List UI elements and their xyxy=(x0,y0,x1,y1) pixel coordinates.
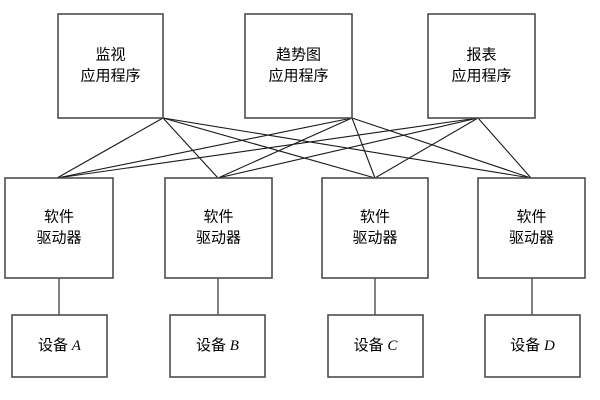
node-box-dev-a[interactable] xyxy=(11,314,108,378)
device-prefix: 设备 xyxy=(510,337,544,354)
node-label-dev-b: 设备 B xyxy=(196,337,239,354)
node-label-dev-c: 设备 C xyxy=(354,337,399,354)
node-box-app-1[interactable] xyxy=(57,13,164,119)
node-label-line2-app-3: 应用程序 xyxy=(451,66,511,84)
node-box-group: 监视应用程序趋势图应用程序报表应用程序软件驱动器软件驱动器软件驱动器软件驱动器设… xyxy=(4,13,586,378)
node-box-drv-4[interactable] xyxy=(477,177,586,279)
connector-line-app-2-to-drv-2 xyxy=(217,117,353,179)
device-letter: C xyxy=(387,338,398,354)
connector-line-app-3-to-drv-2 xyxy=(217,117,479,179)
node-label-line1-app-2: 趋势图 xyxy=(276,46,321,63)
node-box-app-2[interactable] xyxy=(244,13,353,119)
connector-line-app-3-to-drv-4 xyxy=(477,117,532,179)
node-label-dev-a: 设备 A xyxy=(38,337,82,354)
connector-line-app-2-to-drv-3 xyxy=(351,117,376,179)
node-box-dev-b[interactable] xyxy=(169,314,266,378)
driver-to-device-connector-group xyxy=(58,278,533,315)
connector-line-app-3-to-drv-1 xyxy=(56,117,479,179)
node-box-dev-c[interactable] xyxy=(327,314,424,378)
device-prefix: 设备 xyxy=(196,337,230,354)
node-label-line1-app-3: 报表 xyxy=(466,46,496,63)
connector-line-app-2-to-drv-1 xyxy=(56,117,353,179)
node-box-drv-2[interactable] xyxy=(164,177,273,279)
app-to-driver-connector-group xyxy=(56,117,532,179)
node-box-app-3[interactable] xyxy=(427,13,536,119)
device-letter: B xyxy=(230,338,239,354)
node-label-dev-d: 设备 D xyxy=(510,337,555,354)
node-label-line1-drv-2: 软件 xyxy=(203,208,233,225)
node-label-line1-drv-4: 软件 xyxy=(516,208,546,225)
device-letter: D xyxy=(543,338,555,354)
device-prefix: 设备 xyxy=(354,337,388,354)
node-box-drv-1[interactable] xyxy=(4,177,114,279)
node-dev-b[interactable]: 设备 B xyxy=(169,314,266,378)
node-dev-c[interactable]: 设备 C xyxy=(327,314,424,378)
node-dev-d[interactable]: 设备 D xyxy=(484,314,581,378)
connector-line-app-1-to-drv-1 xyxy=(56,117,164,179)
connector-line-app-3-to-drv-3 xyxy=(374,117,479,179)
node-label-line1-drv-3: 软件 xyxy=(360,208,390,225)
node-label-line1-drv-1: 软件 xyxy=(44,208,74,225)
node-label-line2-drv-1: 驱动器 xyxy=(36,229,81,246)
device-prefix: 设备 xyxy=(38,337,72,354)
device-letter: A xyxy=(71,338,82,354)
node-label-line2-app-2: 应用程序 xyxy=(268,66,328,84)
node-label-line2-drv-3: 驱动器 xyxy=(352,229,397,246)
node-label-line2-drv-2: 驱动器 xyxy=(196,229,241,246)
node-dev-a[interactable]: 设备 A xyxy=(11,314,108,378)
node-box-dev-d[interactable] xyxy=(484,314,581,378)
node-label-line2-drv-4: 驱动器 xyxy=(509,229,554,246)
connector-line-app-2-to-drv-4 xyxy=(351,117,532,179)
node-label-line1-app-1: 监视 xyxy=(95,46,125,63)
node-label-line2-app-1: 应用程序 xyxy=(80,66,140,84)
connector-line-app-1-to-drv-2 xyxy=(162,117,219,179)
node-box-drv-3[interactable] xyxy=(321,177,429,279)
